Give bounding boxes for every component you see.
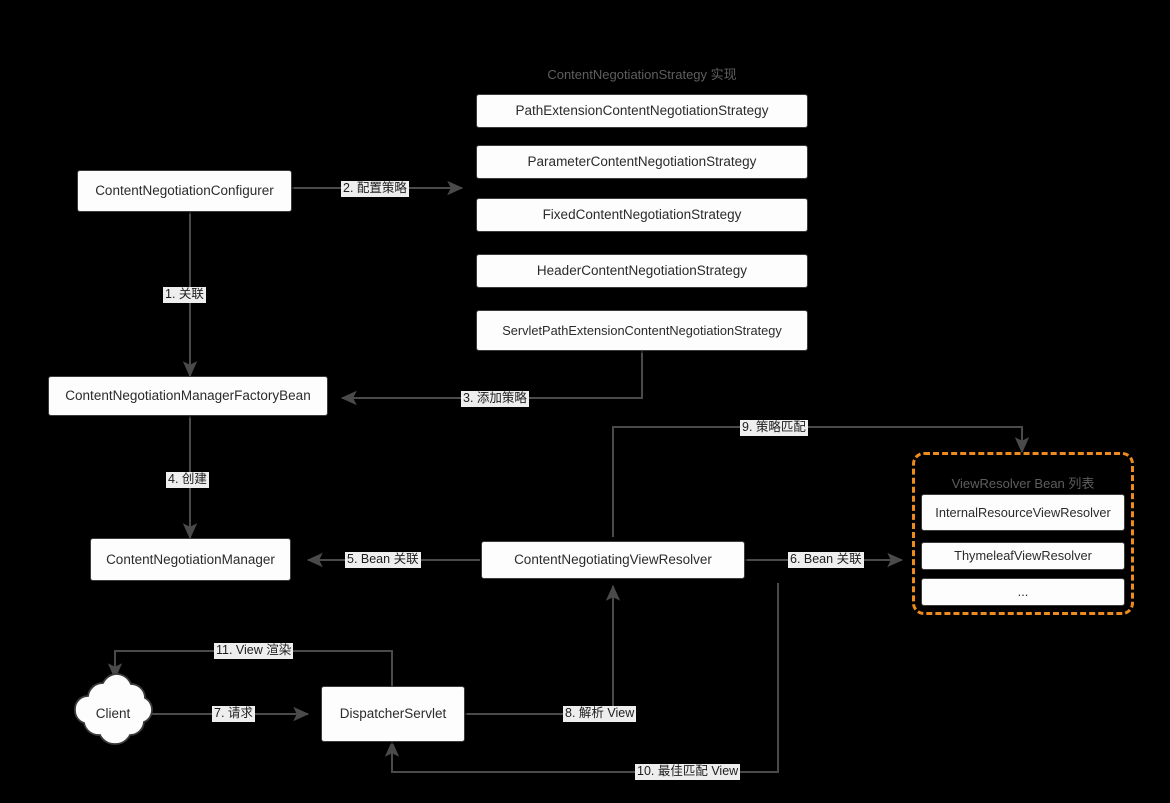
viewresolver-bean-list-group bbox=[912, 452, 1134, 615]
node-parameter-strategy[interactable]: ParameterContentNegotiationStrategy bbox=[476, 145, 808, 179]
edge-label-7: 7. 请求 bbox=[212, 706, 255, 722]
node-internal-resource-view-resolver[interactable]: InternalResourceViewResolver bbox=[921, 494, 1125, 531]
node-fixed-strategy[interactable]: FixedContentNegotiationStrategy bbox=[476, 198, 808, 232]
node-client-cloud[interactable]: Client bbox=[62, 672, 164, 754]
node-dispatcher-servlet[interactable]: DispatcherServlet bbox=[321, 686, 465, 742]
edge-label-6: 6. Bean 关联 bbox=[788, 552, 864, 568]
node-more-view-resolvers[interactable]: ... bbox=[921, 578, 1125, 606]
edge-label-4: 4. 创建 bbox=[166, 472, 209, 488]
edge-label-2: 2. 配置策略 bbox=[341, 181, 409, 197]
node-thymeleaf-view-resolver[interactable]: ThymeleafViewResolver bbox=[921, 542, 1125, 570]
edge-label-8: 8. 解析 View bbox=[563, 706, 637, 722]
wire-3-add-strategy bbox=[340, 341, 643, 406]
edge-label-5: 5. Bean 关联 bbox=[345, 552, 421, 568]
edge-label-9: 9. 策略匹配 bbox=[740, 420, 808, 436]
node-header-strategy[interactable]: HeaderContentNegotiationStrategy bbox=[476, 254, 808, 288]
node-content-negotiation-manager[interactable]: ContentNegotiationManager bbox=[90, 538, 291, 581]
node-content-negotiating-view-resolver[interactable]: ContentNegotiatingViewResolver bbox=[481, 541, 745, 579]
edge-label-3: 3. 添加策略 bbox=[461, 391, 529, 407]
wire-10-best-match-view bbox=[384, 583, 779, 773]
node-path-extension-strategy[interactable]: PathExtensionContentNegotiationStrategy bbox=[476, 94, 808, 128]
strategy-group-title: ContentNegotiationStrategy 实现 bbox=[547, 67, 737, 82]
node-content-negotiation-manager-factory-bean[interactable]: ContentNegotiationManagerFactoryBean bbox=[48, 376, 328, 416]
edge-label-11: 11. View 渲染 bbox=[214, 643, 294, 659]
cloud-icon bbox=[74, 673, 153, 745]
node-servlet-path-extension-strategy[interactable]: ServletPathExtensionContentNegotiationSt… bbox=[476, 310, 808, 351]
edge-label-1: 1. 关联 bbox=[163, 287, 206, 303]
client-label: Client bbox=[95, 706, 131, 721]
wire-8-resolve-view bbox=[465, 584, 621, 715]
wire-9-strategy-match bbox=[612, 426, 1030, 537]
viewresolver-group-title: ViewResolver Bean 列表 bbox=[951, 476, 1095, 491]
node-content-negotiation-configurer[interactable]: ContentNegotiationConfigurer bbox=[77, 170, 292, 212]
edge-label-10: 10. 最佳匹配 View bbox=[635, 764, 741, 780]
